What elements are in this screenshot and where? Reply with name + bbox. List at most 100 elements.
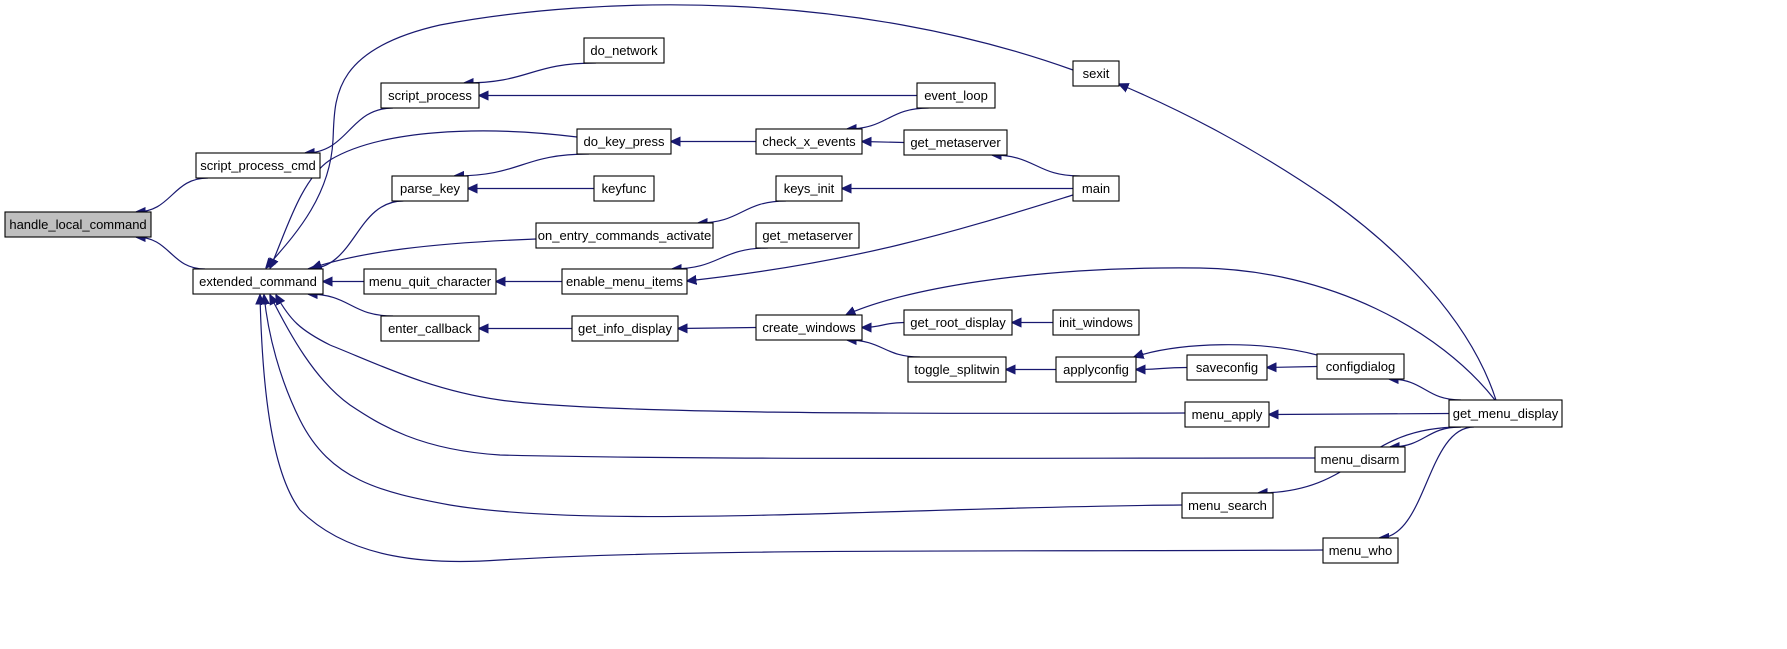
node-box (535, 222, 714, 249)
node-box (1184, 401, 1270, 428)
edge-menu_apply-to-extended_command (276, 295, 1186, 414)
node-box (1314, 446, 1406, 473)
edge-main-to-get_metaserver_a (992, 155, 1080, 177)
node-box (903, 309, 1013, 336)
edge-menu_disarm-to-extended_command (270, 295, 1316, 459)
node-label: script_process (388, 88, 472, 103)
node-menu-search[interactable]: menu_search (1181, 492, 1274, 519)
node-label: do_network (590, 43, 658, 58)
node-box (1055, 356, 1137, 383)
node-menu-who[interactable]: menu_who (1322, 537, 1399, 564)
node-box (775, 175, 843, 202)
node-init-windows[interactable]: init_windows (1052, 309, 1140, 336)
node-box (1316, 353, 1405, 380)
node-label: parse_key (400, 181, 460, 196)
node-menu-quit-character[interactable]: menu_quit_character (363, 268, 497, 295)
node-extended-command[interactable]: extended_command (192, 268, 324, 295)
node-label: check_x_events (762, 134, 856, 149)
edge-get_menu_display-to-configdialog (1389, 379, 1462, 401)
node-configdialog[interactable]: configdialog (1316, 353, 1405, 380)
node-box (903, 129, 1008, 156)
node-box (1072, 60, 1120, 87)
node-get-menu-display[interactable]: get_menu_display (1448, 399, 1563, 428)
node-toggle-splitwin[interactable]: toggle_splitwin (907, 356, 1007, 383)
edge-script_process_cmd-to-handle_local_command (136, 177, 209, 212)
node-box (576, 128, 672, 155)
node-label: on_entry_commands_activate (538, 228, 711, 243)
node-label: saveconfig (1196, 360, 1258, 375)
node-label: keys_init (784, 181, 835, 196)
node-keys-init[interactable]: keys_init (775, 175, 843, 202)
node-box (4, 211, 152, 238)
node-get-info-display[interactable]: get_info_display (571, 315, 679, 342)
node-script-process-cmd[interactable]: script_process_cmd (195, 152, 321, 179)
node-script-process[interactable]: script_process (380, 82, 480, 109)
edge-script_process-to-script_process_cmd (305, 107, 394, 153)
node-label: init_windows (1059, 315, 1133, 330)
node-box (192, 268, 324, 295)
node-applyconfig[interactable]: applyconfig (1055, 356, 1137, 383)
node-label: extended_command (199, 274, 317, 289)
edge-create_windows-to-get_info_display (678, 328, 757, 329)
node-label: script_process_cmd (200, 158, 316, 173)
node-event-loop[interactable]: event_loop (916, 82, 996, 109)
node-box (1072, 175, 1120, 202)
node-sexit[interactable]: sexit (1072, 60, 1120, 87)
edges-layer (136, 4, 1497, 563)
edge-do_network-to-script_process (464, 62, 597, 83)
node-keyfunc[interactable]: keyfunc (593, 175, 655, 202)
edge-keys_init-to-on_entry_commands_activate (698, 200, 786, 223)
edge-get_menu_display-to-sexit (1119, 84, 1497, 401)
node-label: menu_disarm (1321, 452, 1400, 467)
node-label: menu_who (1329, 543, 1393, 558)
node-do-key-press[interactable]: do_key_press (576, 128, 672, 155)
node-enter-callback[interactable]: enter_callback (380, 315, 480, 342)
node-get-metaserver-b[interactable]: get_metaserver (755, 222, 860, 249)
edge-get_menu_display-to-menu_who (1379, 426, 1475, 538)
edge-extended_command-to-handle_local_command (136, 237, 206, 270)
node-box (755, 128, 863, 155)
node-create-windows[interactable]: create_windows (755, 314, 863, 341)
node-get-metaserver-a[interactable]: get_metaserver (903, 129, 1008, 156)
edge-parse_key-to-extended_command (308, 200, 404, 269)
node-main[interactable]: main (1072, 175, 1120, 202)
node-box (561, 268, 688, 295)
nodes-layer: handle_local_command script_process_cmdex… (4, 37, 1563, 564)
node-box (1181, 492, 1274, 519)
edge-get_metaserver_b-to-enable_menu_items (672, 247, 769, 269)
node-on-entry-commands-activate[interactable]: on_entry_commands_activate (535, 222, 714, 249)
node-do-network[interactable]: do_network (583, 37, 665, 64)
node-label: get_metaserver (762, 228, 853, 243)
node-label: get_root_display (910, 315, 1006, 330)
node-handle-local-command[interactable]: handle_local_command (4, 211, 152, 238)
node-box (755, 314, 863, 341)
node-label: toggle_splitwin (914, 362, 999, 377)
node-box (1448, 399, 1563, 428)
node-box (1052, 309, 1140, 336)
edge-do_key_press-to-extended_command (270, 130, 578, 268)
node-label: sexit (1083, 66, 1110, 81)
edge-get_menu_display-to-create_windows (846, 267, 1496, 401)
edge-enter_callback-to-extended_command (308, 294, 394, 317)
edge-configdialog-to-saveconfig (1267, 367, 1318, 368)
node-label: create_windows (762, 320, 856, 335)
node-get-root-display[interactable]: get_root_display (903, 309, 1013, 336)
node-saveconfig[interactable]: saveconfig (1186, 354, 1268, 381)
node-menu-disarm[interactable]: menu_disarm (1314, 446, 1406, 473)
node-box (583, 37, 665, 64)
node-label: menu_quit_character (369, 274, 492, 289)
node-label: menu_apply (1192, 407, 1263, 422)
node-box (1322, 537, 1399, 564)
node-menu-apply[interactable]: menu_apply (1184, 401, 1270, 428)
node-label: enter_callback (388, 321, 472, 336)
node-parse-key[interactable]: parse_key (391, 175, 469, 202)
node-label: keyfunc (602, 181, 647, 196)
node-check-x-events[interactable]: check_x_events (755, 128, 863, 155)
edge-toggle_splitwin-to-create_windows (847, 340, 921, 358)
node-box (391, 175, 469, 202)
edge-main-to-enable_menu_items (687, 194, 1074, 281)
node-box (380, 82, 480, 109)
edge-get_root_display-to-create_windows (862, 321, 905, 328)
node-enable-menu-items[interactable]: enable_menu_items (561, 268, 688, 295)
